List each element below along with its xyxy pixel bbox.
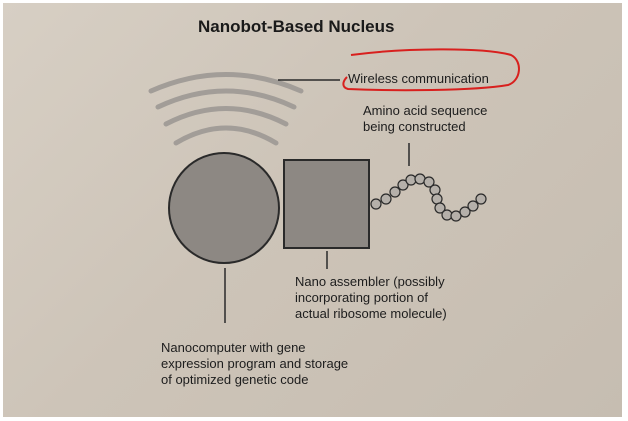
wave-arc-1 [173,125,279,146]
nanocomputer-circle [168,152,280,264]
wave-arc-2 [163,106,289,127]
wave-arc-4 [148,72,304,94]
book-page-photo: Nanobot-Based Nucleus Wireless communica… [3,3,622,417]
amino-acid-chain [370,173,487,222]
amino-acid-bead [423,176,435,188]
nanobot-diagram [148,48,520,323]
wave-arc-3 [155,88,297,110]
amino-acid-bead [475,193,487,205]
nano-assembler-label: Nano assembler (possibly incorporating p… [295,274,447,321]
diagram-title: Nanobot-Based Nucleus [198,17,395,36]
nano-assembler-square [283,159,370,249]
amino-acid-label: Amino acid sequence being constructed [363,103,488,134]
amino-acid-bead [429,184,441,196]
amino-acid-bead [370,198,382,210]
wireless-waves-icon [148,72,304,146]
amino-acid-bead [380,193,392,205]
amino-acid-bead [459,206,471,218]
red-annotation-circle [342,48,520,92]
amino-acid-bead [467,200,479,212]
nanocomputer-label: Nanocomputer with gene expression progra… [161,340,349,387]
amino-acid-bead [434,202,446,214]
wireless-label: Wireless communication [348,71,489,86]
amino-acid-bead [397,179,409,191]
amino-acid-bead [450,210,462,222]
amino-acid-bead [389,186,401,198]
